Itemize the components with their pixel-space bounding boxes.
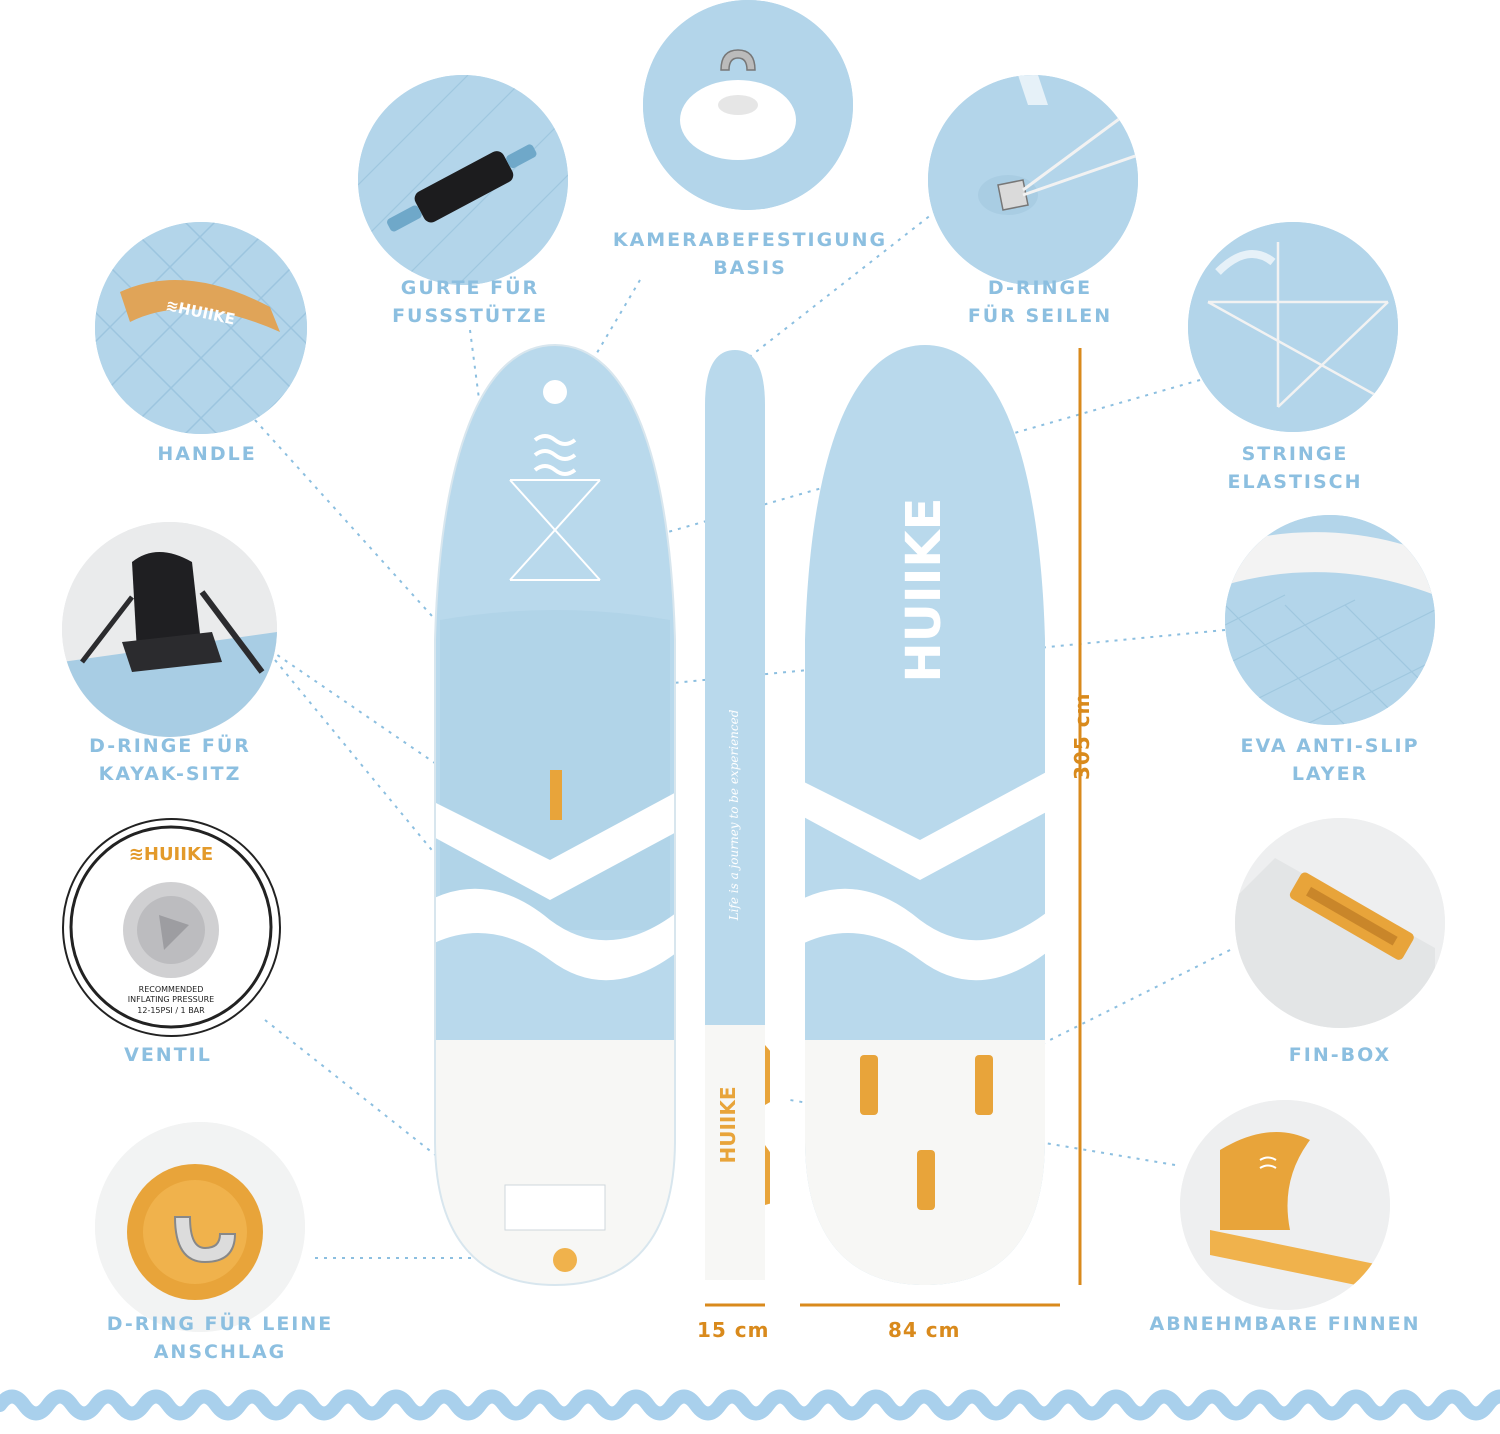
camera-mount-photo (643, 0, 853, 210)
board-bottom-view: HUIIKE (805, 345, 1045, 1285)
label-gurte: GURTE FÜR FUSSSTÜTZE (380, 274, 560, 330)
label-kamera: KAMERABEFESTIGUNG BASIS (600, 226, 900, 282)
rope-dring-photo (928, 75, 1138, 285)
label-eva: EVA ANTI-SLIP LAYER (1220, 732, 1440, 788)
bottom-brand-text: HUIIKE (896, 498, 952, 683)
leash-dring-photo (95, 1122, 305, 1332)
label-stringe: STRINGE ELASTISCH (1225, 440, 1365, 496)
board-top-view (434, 343, 676, 1287)
foot-strap-photo (358, 75, 568, 285)
connector-dringe-seilen (719, 199, 951, 381)
valve-brand-text: ≋HUIIKE (129, 844, 213, 865)
kayak-seat-photo (62, 522, 277, 737)
connector-stringe (569, 379, 1201, 561)
label-dringe-seilen: D-RINGE FÜR SEILEN (950, 274, 1130, 330)
connector-eva (599, 629, 1226, 691)
connector-kamera (574, 279, 641, 391)
label-dring-leine-line1: D-RING FÜR LEINE (106, 1313, 334, 1335)
label-finbox-line1: FIN-BOX (1288, 1044, 1392, 1066)
label-dringe-seilen-line1: D-RINGE (987, 277, 1093, 299)
label-kamera-line1: KAMERABEFESTIGUNG (612, 229, 888, 251)
label-dringe-seilen-line2: FÜR SEILEN (967, 305, 1113, 327)
valve-text-2: INFLATING PRESSURE (128, 995, 214, 1004)
label-dring-leine-line2: ANSCHLAG (153, 1341, 287, 1363)
label-dringe-kayak-line2: KAYAK-SITZ (98, 763, 242, 785)
label-finnen: ABNEHMBARE FINNEN (1135, 1310, 1435, 1338)
label-gurte-line1: GURTE FÜR (400, 277, 540, 299)
connector-gurte (469, 329, 501, 561)
label-dring-leine: D-RING FÜR LEINE ANSCHLAG (90, 1310, 350, 1366)
dimension-width: 84 cm (888, 1318, 961, 1342)
label-finnen-line1: ABNEHMBARE FINNEN (1149, 1313, 1421, 1335)
label-handle-line1: HANDLE (157, 443, 257, 465)
side-slogan-text: Life is a journey to be experienced (727, 709, 741, 921)
label-kamera-line2: BASIS (713, 257, 787, 279)
valve-text-3: 12-15PSI / 1 BAR (137, 1006, 205, 1015)
label-eva-line1: EVA ANTI-SLIP (1240, 735, 1420, 757)
board-side-view: HUIIKE Life is a journey to be experienc… (705, 350, 770, 1280)
eva-layer-photo (1225, 515, 1435, 725)
connector-dringe-kayak-2 (274, 659, 441, 861)
side-brand-text: HUIIKE (716, 1086, 740, 1163)
label-gurte-line2: FUSSSTÜTZE (392, 305, 548, 327)
dimension-thickness: 15 cm (697, 1318, 770, 1342)
label-eva-line2: LAYER (1291, 763, 1369, 785)
finbox-photo (1235, 818, 1445, 1028)
label-finbox: FIN-BOX (1270, 1041, 1410, 1069)
label-ventil-line1: VENTIL (124, 1044, 212, 1066)
fin-photo (1180, 1100, 1390, 1310)
label-ventil: VENTIL (108, 1041, 228, 1069)
valve-text-1: RECOMMENDED (139, 985, 204, 994)
label-stringe-line1: STRINGE (1241, 443, 1349, 465)
label-handle: HANDLE (152, 440, 262, 468)
label-stringe-line2: ELASTISCH (1227, 471, 1363, 493)
bungee-photo (1188, 222, 1398, 432)
label-dringe-kayak-line1: D-RINGE FÜR (89, 735, 251, 757)
handle-photo: ≋HUIIKE (95, 222, 307, 434)
valve-photo: ≋HUIIKE RECOMMENDED INFLATING PRESSURE 1… (62, 818, 281, 1037)
label-dringe-kayak: D-RINGE FÜR KAYAK-SITZ (75, 732, 265, 788)
